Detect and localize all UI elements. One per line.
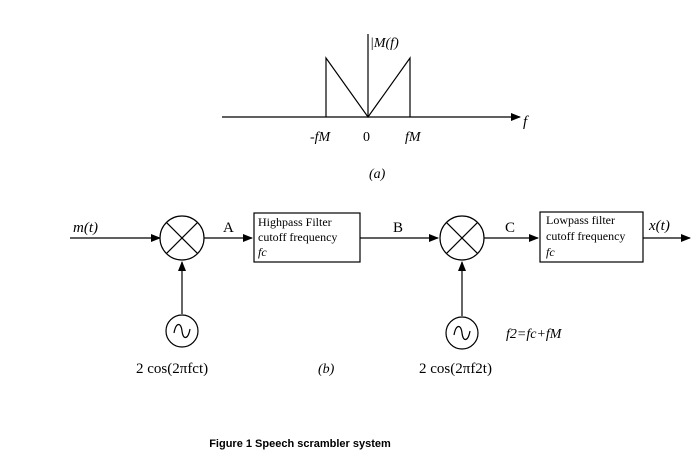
- node-a-label: A: [223, 220, 234, 236]
- node-b-label: B: [393, 220, 403, 236]
- oscillator-1: [165, 314, 199, 348]
- osc1-label: 2 cos(2πfct): [136, 361, 208, 377]
- neg-fm-tick: -fM: [310, 130, 332, 145]
- part-b-label: (b): [318, 362, 335, 377]
- sine-wave-icon: [453, 325, 471, 341]
- pos-fm-tick: fM: [405, 130, 422, 145]
- lpf-title: Lowpass filter: [546, 213, 615, 227]
- sine-wave-icon: [173, 323, 191, 339]
- lowpass-filter-block: Lowpass filter cutoff frequency fc: [539, 211, 644, 263]
- lpf-cutoff: fc: [546, 245, 555, 259]
- spectrum-label: |M(f): [370, 36, 399, 51]
- spectrum-plot: |M(f) f -fM 0 fM (a): [222, 34, 529, 182]
- osc2-label: 2 cos(2πf2t): [419, 361, 492, 377]
- hpf-title: Highpass Filter: [258, 215, 332, 229]
- frequency-axis-label: f: [523, 114, 529, 130]
- mixer-1: [159, 215, 205, 261]
- node-c-label: C: [505, 220, 515, 236]
- f2-relation: f2=fc+fM: [506, 327, 563, 342]
- oscillator-2: [445, 316, 479, 350]
- spectrum-shape: [325, 56, 411, 119]
- hpf-subtitle: cutoff frequency: [258, 230, 337, 244]
- zero-tick: 0: [363, 130, 370, 145]
- highpass-filter-block: Highpass Filter cutoff frequency fc: [253, 212, 361, 263]
- hpf-cutoff: fc: [258, 245, 267, 259]
- part-a-label: (a): [369, 167, 386, 182]
- lpf-subtitle: cutoff frequency: [546, 229, 625, 243]
- figure-caption: Figure 1 Speech scrambler system: [209, 438, 391, 450]
- mixer-2: [439, 215, 485, 261]
- input-signal-label: m(t): [73, 220, 98, 236]
- output-signal-label: x(t): [648, 218, 670, 234]
- block-diagram: m(t) 2 cos(2πfct) A Highpass Filter cuto…: [70, 211, 691, 377]
